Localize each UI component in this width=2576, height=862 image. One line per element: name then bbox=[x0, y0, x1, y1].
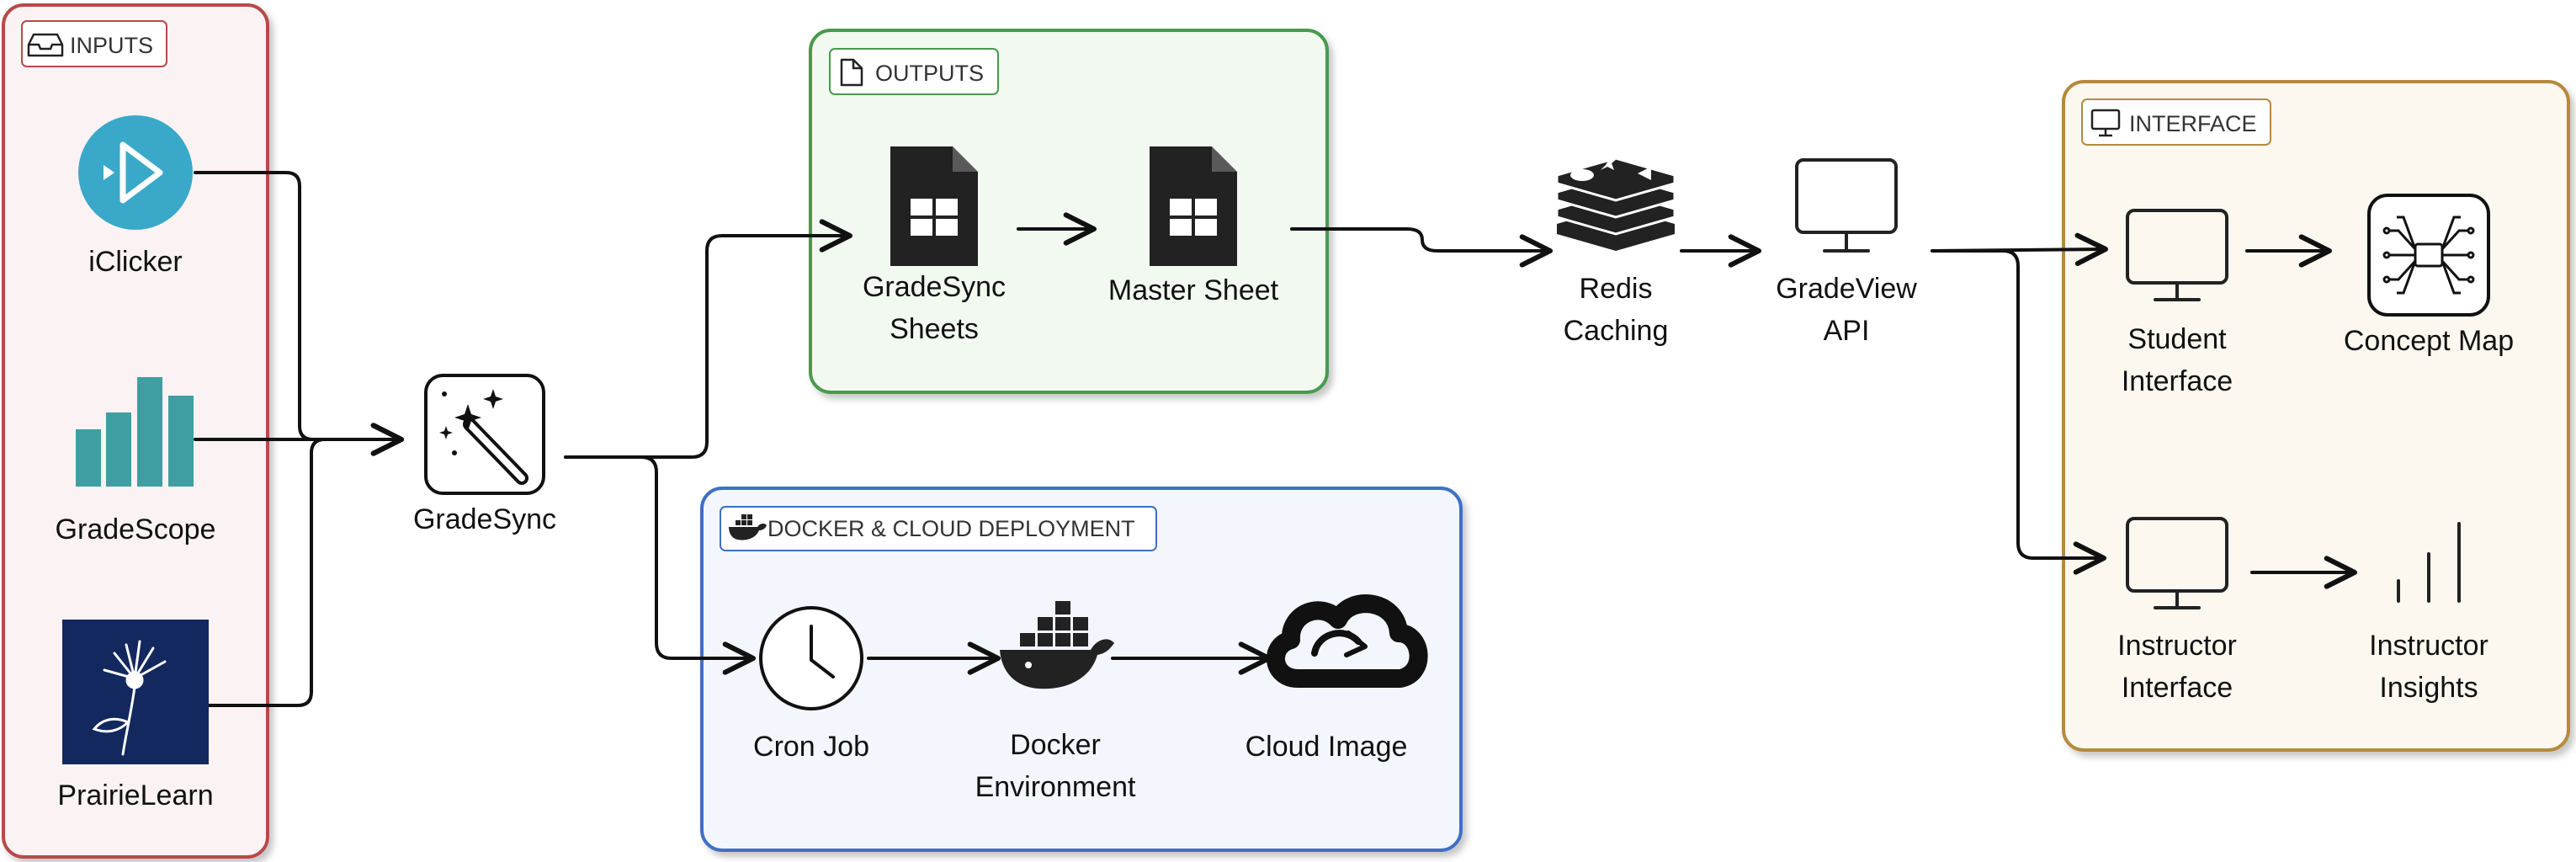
bar-chart-icon bbox=[2397, 522, 2461, 603]
student-interface-label-2: Interface bbox=[2122, 365, 2233, 397]
gradescope-node: GradeScope bbox=[56, 377, 216, 545]
gradeview-api-label-2: API bbox=[1824, 315, 1870, 347]
redis-label-2: Caching bbox=[1564, 315, 1669, 347]
cron-job-node: Cron Job bbox=[753, 606, 869, 763]
prairielearn-node: PrairieLearn bbox=[57, 620, 214, 811]
instructor-interface-label-2: Interface bbox=[2122, 672, 2233, 704]
clock-icon bbox=[759, 606, 863, 710]
monitor-icon bbox=[2090, 109, 2121, 137]
gradeview-api-node: GradeView API bbox=[1776, 158, 1917, 347]
docker-environment-node: Docker Environment bbox=[975, 601, 1136, 803]
student-interface-node: Student Interface bbox=[2122, 209, 2233, 397]
docker-whale-icon bbox=[1000, 601, 1114, 689]
monitor-icon bbox=[2126, 517, 2228, 609]
gradeview-api-label-1: GradeView bbox=[1776, 273, 1917, 305]
instructor-insights-node: Instructor Insights bbox=[2369, 522, 2488, 704]
redis-node: Redis Caching bbox=[1555, 157, 1676, 347]
gradesync-sheets-label-2: Sheets bbox=[890, 313, 979, 345]
gradesync-node: GradeSync bbox=[413, 374, 556, 535]
gradescope-logo-icon bbox=[76, 377, 194, 487]
docker-environment-label-2: Environment bbox=[975, 771, 1136, 803]
gradesync-sheets-node: GradeSync Sheets bbox=[863, 146, 1006, 345]
iclicker-node: iClicker bbox=[78, 115, 193, 278]
docker-whale-icon bbox=[729, 514, 767, 540]
document-icon bbox=[840, 58, 863, 87]
cron-job-label: Cron Job bbox=[753, 731, 869, 763]
master-sheet-node: Master Sheet bbox=[1108, 146, 1279, 306]
monitor-icon bbox=[1795, 158, 1898, 253]
redis-logo-icon bbox=[1555, 157, 1676, 251]
redis-label-1: Redis bbox=[1580, 273, 1653, 305]
instructor-interface-node: Instructor Interface bbox=[2117, 517, 2237, 704]
gradesync-sheets-label-1: GradeSync bbox=[863, 271, 1006, 303]
concept-map-label: Concept Map bbox=[2344, 325, 2514, 357]
outputs-group-label: OUTPUTS bbox=[875, 61, 984, 86]
prairielearn-flower-icon bbox=[62, 620, 209, 764]
edge-gradeview-instructor bbox=[1931, 249, 2106, 575]
interface-group-label: INTERFACE bbox=[2129, 111, 2257, 136]
edge-prairielearn-gradesync bbox=[207, 423, 404, 707]
docker-group-label: DOCKER & CLOUD DEPLOYMENT bbox=[767, 516, 1135, 541]
mind-map-icon bbox=[2367, 194, 2490, 317]
gradesync-label: GradeSync bbox=[413, 503, 556, 535]
gradescope-label: GradeScope bbox=[56, 513, 216, 545]
connectors bbox=[194, 171, 2357, 707]
cloud-image-label: Cloud Image bbox=[1246, 731, 1408, 763]
tray-icon bbox=[27, 33, 64, 57]
edge-master-redis bbox=[1290, 227, 1553, 268]
outputs-group: OUTPUTS bbox=[809, 29, 1329, 394]
edge-gradesync-gradesync-sheets bbox=[564, 219, 852, 459]
iclicker-label: iClicker bbox=[88, 246, 182, 278]
instructor-insights-label-1: Instructor bbox=[2369, 630, 2488, 662]
instructor-interface-label-1: Instructor bbox=[2117, 630, 2237, 662]
master-sheet-label: Master Sheet bbox=[1108, 274, 1279, 306]
inputs-group-label: INPUTS bbox=[70, 33, 153, 58]
instructor-insights-label-2: Insights bbox=[2379, 672, 2478, 704]
magic-wand-icon bbox=[424, 374, 545, 495]
spreadsheet-icon bbox=[890, 146, 978, 266]
prairielearn-label: PrairieLearn bbox=[57, 780, 213, 811]
student-interface-label-1: Student bbox=[2127, 323, 2227, 355]
cloud-icon bbox=[1267, 594, 1428, 688]
concept-map-node: Concept Map bbox=[2344, 194, 2514, 357]
edge-gradesync-cron-job bbox=[564, 455, 756, 675]
cloud-image-node: Cloud Image bbox=[1246, 594, 1428, 763]
spreadsheet-icon bbox=[1150, 146, 1237, 266]
iclicker-logo-icon bbox=[78, 115, 193, 230]
docker-environment-label-1: Docker bbox=[1010, 729, 1101, 761]
monitor-icon bbox=[2126, 209, 2228, 301]
